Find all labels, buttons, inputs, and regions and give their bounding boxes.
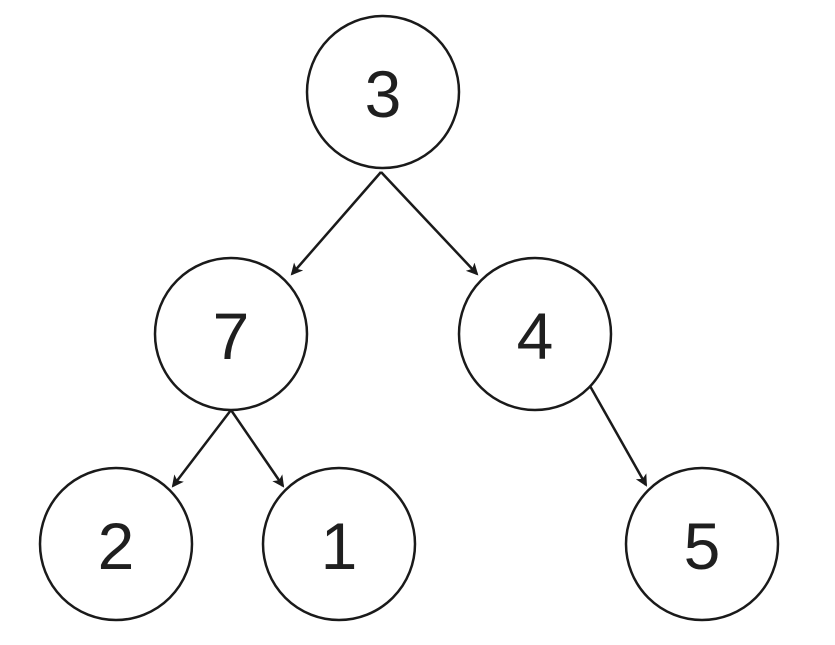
node-circle [38, 466, 194, 622]
tree-node-3: 3 [305, 14, 461, 170]
edge-7-to-1 [229, 409, 285, 488]
edge-3-to-7 [290, 171, 382, 276]
node-label: 1 [321, 509, 358, 583]
edge-4-to-5 [588, 385, 648, 487]
node-circle [624, 466, 780, 622]
tree-node-2: 2 [38, 466, 194, 622]
tree-node-1: 1 [261, 466, 417, 622]
node-label: 5 [684, 509, 721, 583]
tree-node-4: 4 [457, 256, 613, 412]
node-circle [305, 14, 461, 170]
node-label: 3 [365, 57, 402, 131]
node-circle [261, 466, 417, 622]
tree-node-7: 7 [153, 256, 309, 412]
edge-3-to-4 [380, 171, 479, 276]
node-circle [153, 256, 309, 412]
tree-node-5: 5 [624, 466, 780, 622]
node-label: 4 [517, 299, 554, 373]
node-circle [457, 256, 613, 412]
tree-edges [171, 171, 648, 488]
node-label: 2 [98, 509, 135, 583]
node-label: 7 [213, 299, 250, 373]
edge-7-to-2 [171, 409, 232, 488]
